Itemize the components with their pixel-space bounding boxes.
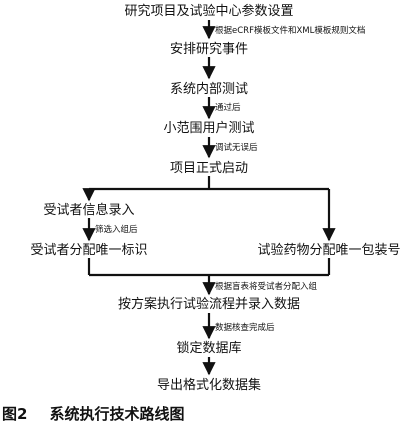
edge-label-blind-table: 根据盲表将受试者分配入组 [215,281,318,292]
edge-label-passed: 通过后 [215,102,241,113]
figure-title: 系统执行技术路线图 [49,405,185,423]
node-user-test: 小范围用户测试 [163,120,254,136]
figure-caption: 图2 系统执行技术路线图 [2,403,184,424]
node-subject-id: 受试者分配唯一标识 [30,243,147,258]
edge-label-debugged: 调试无误后 [215,142,258,153]
node-project-launch: 项目正式启动 [170,161,248,176]
flowchart: 研究项目及试验中心参数设置 安排研究事件 系统内部测试 小范围用户测试 项目正式… [30,3,400,393]
figure-number: 图2 [2,405,28,423]
edge-label-enrolled: 筛选入组后 [95,224,138,235]
node-export-dataset: 导出格式化数据集 [157,377,261,393]
node-project-settings: 研究项目及试验中心参数设置 [124,3,293,19]
edge-label-ecrf: 根据eCRF模板文件和XML模板规则文档 [215,25,365,36]
node-execute-protocol: 按方案执行试验流程并录入数据 [118,296,300,312]
node-lock-database: 锁定数据库 [176,340,241,356]
node-drug-package: 试验药物分配唯一包装号 [257,242,400,258]
edge-label-data-checked: 数据核查完成后 [215,322,275,333]
node-subject-entry: 受试者信息录入 [43,202,134,218]
node-internal-test: 系统内部测试 [170,81,248,97]
connector-lines [82,20,336,376]
node-schedule-events: 安排研究事件 [170,42,248,57]
